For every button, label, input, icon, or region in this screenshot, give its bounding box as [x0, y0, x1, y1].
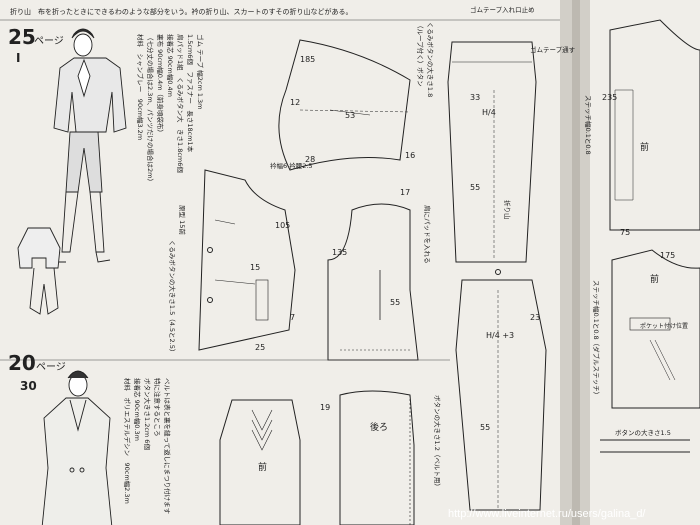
section-20-page-label: ページ [36, 362, 66, 373]
sleeve-measure-2: 12 [290, 98, 300, 107]
button-size-right-note: ボタンの大きさ1.5 [615, 428, 671, 437]
front-bodice-pattern-piece [198, 169, 296, 351]
pants-measure-33: 33 [470, 93, 480, 102]
material-line-4: 接着芯 90cm幅0.4m [166, 34, 175, 97]
rubber-tape-through-note: ゴムテープ通す [530, 45, 576, 54]
shoulder-pad-note: 肩にパッドを入れる [423, 205, 432, 264]
right-mid-pattern-piece [611, 249, 700, 409]
section-25-heading: 25 ページ I [8, 25, 64, 65]
section-20-page-ref: 30 [20, 379, 37, 393]
dress-front-pattern-piece [219, 399, 301, 525]
sleeve-pattern-piece [278, 39, 411, 171]
dress-back-pattern-piece [339, 390, 415, 525]
right-measure-75: 75 [620, 228, 630, 237]
pants-lower-pattern-piece [455, 269, 547, 511]
dress-front-label: 前 [258, 461, 267, 473]
pants-measure-h4: H/4 [482, 108, 496, 117]
pants-measure-h4-3: H/4 +3 [486, 331, 514, 340]
section-25-page-ref: I [16, 51, 20, 65]
section-25-number: 25 [8, 25, 36, 49]
back-measure-17: 17 [400, 188, 410, 197]
sleeve-measure-4: 16 [405, 151, 415, 160]
front-measure-7: 7 [290, 313, 295, 322]
right-front-label: 前 [640, 141, 649, 153]
sleeve-measure-1: 185 [300, 55, 315, 64]
dress-back-label: 後ろ [370, 421, 388, 433]
material-line-6: 1.5cm6個 ファスナー 長さ18cm1本 [186, 34, 195, 153]
material-line-7: ゴム テープ 幅2cm 1.3m [196, 34, 205, 110]
figure-20-dress-illustration [41, 370, 113, 525]
front-measure-15: 15 [250, 263, 260, 272]
material-20-line-5: ペルトは表と裏を縫って返しにまつり付けます [163, 378, 172, 515]
stitch-width-mid-note: ステッチ幅0.1と0.8（ダブルステッチ） [592, 280, 601, 398]
material-20-line-1: 材料 ポリエステルデシン 90cm幅2.3m [123, 378, 132, 504]
material-line-2: （七分丈の場合は2.3m、パンツだけの場合は2m） [146, 34, 155, 185]
sleeve-measure-5: 28 [305, 155, 315, 164]
right-measure-235: 235 [602, 93, 617, 102]
section-20-heading: 20 ページ 30 [8, 351, 66, 393]
section-25-materials: 材料 シャンブレー 90cm幅3.2m （七分丈の場合は2.3m、パンツだけの場… [136, 34, 205, 185]
right-front-label-2: 前 [650, 273, 659, 285]
material-20-line-2: 接着芯 90cm幅0.3m [133, 378, 142, 441]
kurumi-button-note: くるみボタンの大きさ1.5（4.5と2.5） [168, 240, 177, 355]
back-measure-55: 55 [390, 298, 400, 307]
right-belt-piece [600, 439, 690, 453]
header-fold-note: 折り山 布を折ったときにできるわのような部分をいう。衿の折り山、スカートのすその… [10, 7, 352, 16]
collar-note: 衿幅6 衿腰2.5 [270, 161, 313, 170]
pants-upper-pattern-piece [447, 41, 537, 263]
sleeve-measure-3: 53 [345, 111, 355, 120]
section-25-page-label: ページ [34, 36, 64, 47]
stitch-width-right-note: ステッチ幅0.1と0.8 [584, 95, 593, 155]
material-line-1: 材料 シャンブレー 90cm幅3.2m [136, 34, 145, 140]
pocket-position-note: ポケット付け位置 [640, 322, 688, 330]
right-top-pattern-piece [609, 19, 700, 231]
button-size-skirt-note: ボタンの大きさ1.2（ベルト用） [433, 395, 442, 490]
binding-crease [572, 0, 580, 525]
material-20-line-4: 特に注意するところ [153, 378, 162, 437]
section-20-materials: 材料 ポリエステルデシン 90cm幅2.3m 接着芯 90cm幅0.3m ボタン… [123, 378, 172, 515]
pants-measure-55: 55 [470, 183, 480, 192]
watermark-url: http://www.liveinternet.ru/users/galina_… [448, 508, 646, 520]
pants-measure-55-lower: 55 [480, 423, 490, 432]
figure-25-jacket-illustration [17, 28, 127, 315]
material-line-3: 裏布 90cm幅0.4m（前身頃袋布） [156, 34, 165, 136]
pants-measure-23: 23 [530, 313, 540, 322]
back-measure-135: 135 [332, 248, 347, 257]
fold-note: 折り山 [503, 200, 512, 220]
loop-button-note: （ループ付く）ボタン [416, 22, 425, 87]
front-measure-25: 25 [255, 343, 265, 352]
rubber-tape-insert-note: ゴムテープ入れ口止め [470, 5, 535, 14]
section-20-number: 20 [8, 351, 36, 375]
skirt-measure-19: 19 [320, 403, 330, 412]
front-measure-105: 105 [275, 221, 290, 230]
button-size-note: くるみボタンの大きさ1.8 [426, 22, 435, 97]
right-measure-175: 175 [660, 251, 675, 260]
material-20-line-3: ボタン大きさ1.2cm 6個 [143, 378, 152, 450]
front-label: 原型 15前 [178, 205, 187, 235]
material-line-5: 肩パッド1組 くるみボタン大 きさ1.8cm6個 [176, 34, 185, 173]
